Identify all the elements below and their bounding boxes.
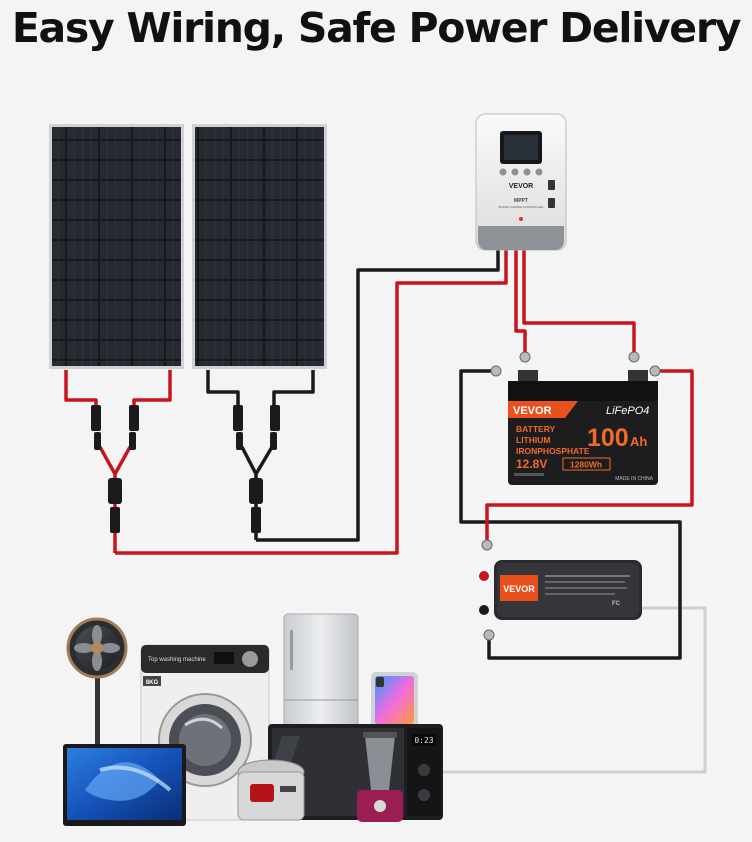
- headline: Easy Wiring, Safe Power Delivery: [11, 4, 742, 52]
- controller-model: MPPT: [514, 198, 528, 204]
- controller-brand: VEVOR: [509, 183, 534, 190]
- battery-brand: VEVOR: [513, 405, 552, 417]
- ac-wire: [440, 606, 707, 774]
- appliance-tablet: [371, 672, 418, 728]
- appliance-standing-fan: [66, 617, 128, 755]
- appliance-laptop: [63, 744, 186, 826]
- inverter-brand: VEVOR: [503, 584, 535, 594]
- washer-label: Top washing machine: [148, 657, 206, 663]
- controller-subtitle: SOLAR CHARGE CONTROLLER: [498, 205, 544, 209]
- battery-capacity: 100: [587, 424, 629, 452]
- mc4-connectors: [91, 405, 280, 533]
- battery-label-2: LITHIUM: [516, 435, 550, 445]
- appliance-fridge: [283, 613, 359, 735]
- battery-energy: 1280Wh: [570, 460, 602, 470]
- solar-panel-left: [49, 124, 184, 369]
- appliance-rice-cooker: [237, 759, 305, 821]
- ring-terminals: [481, 351, 661, 641]
- battery: VEVOR LiFePO4 BATTERY LITHIUM IRONPHOSPH…: [508, 370, 658, 485]
- battery-capacity-unit: Ah: [630, 434, 647, 449]
- charge-controller: VEVOR MPPT SOLAR CHARGE CONTROLLER: [475, 113, 567, 251]
- inverter-mark: FC: [612, 601, 621, 607]
- washer-badge: 8KG: [146, 680, 159, 686]
- battery-voltage: 12.8V: [516, 457, 547, 471]
- negative-wires: [206, 246, 682, 660]
- appliance-blender: [357, 732, 403, 822]
- solar-panel-right: [192, 124, 327, 369]
- battery-label-3: IRONPHOSPHATE: [516, 446, 590, 456]
- microwave-display: 0:23: [414, 736, 433, 745]
- inverter: VEVOR FC: [479, 560, 642, 620]
- battery-origin: MADE IN CHINA: [615, 476, 653, 482]
- battery-chemistry: LiFePO4: [606, 405, 649, 417]
- positive-wires: [64, 246, 694, 555]
- battery-label-1: BATTERY: [516, 424, 556, 434]
